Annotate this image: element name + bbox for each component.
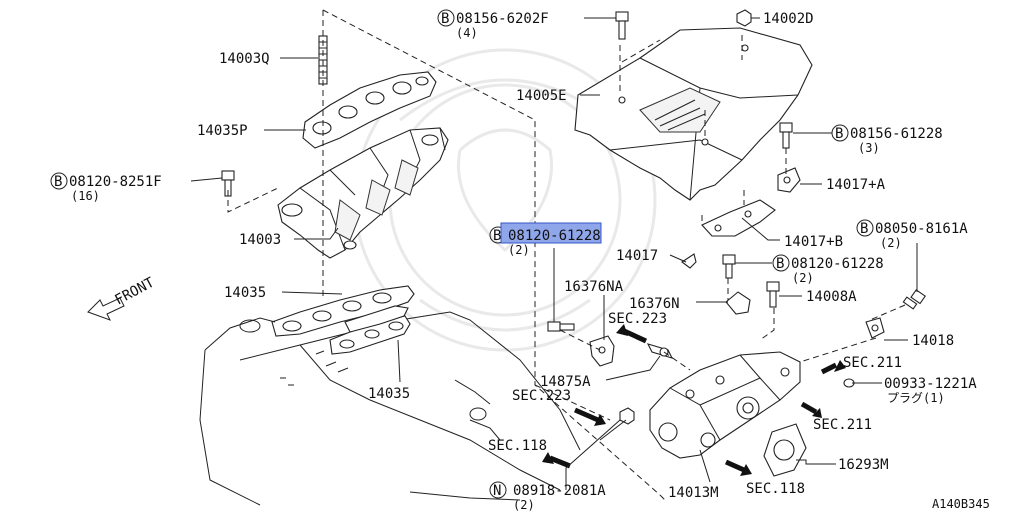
bolt-08120-61228-mid[interactable] (722, 254, 736, 279)
bolt-08156-6202f[interactable] (615, 11, 629, 40)
label-08050-8161a[interactable]: 08050-8161A (875, 221, 968, 237)
label-14017b[interactable]: 14017+B (784, 234, 843, 250)
bracket-14018[interactable] (865, 317, 885, 339)
badge-b-left-letter: B (54, 174, 62, 190)
front-label: FRONT (112, 274, 157, 308)
badge-b-right (831, 124, 849, 142)
label-14035p[interactable]: 14035P (197, 123, 248, 139)
label-08156-6202f[interactable]: 08156-6202F (456, 11, 549, 27)
label-sec223-b[interactable]: SEC.223 (512, 388, 571, 404)
label-14017[interactable]: 14017 (616, 248, 658, 264)
front-arrow: FRONT (87, 274, 158, 321)
label-14018[interactable]: 14018 (912, 333, 954, 349)
dashed-guides (227, 9, 906, 501)
badge-b (437, 9, 455, 27)
label-08156-61228[interactable]: 08156-61228 (850, 126, 943, 142)
bracket-14017[interactable] (681, 253, 697, 269)
gasket-14035p[interactable] (302, 71, 437, 149)
leader-lines (190, 17, 918, 490)
hose-16376na[interactable] (646, 343, 674, 359)
qty-08156-61228: (3) (858, 141, 880, 155)
qty-08156-6202f: (4) (456, 26, 478, 40)
label-14002d[interactable]: 14002D (763, 11, 814, 27)
intake-manifold-14003[interactable] (277, 127, 449, 259)
selection-highlight (500, 222, 602, 244)
label-16376n[interactable]: 16376N (629, 296, 680, 312)
label-16293m[interactable]: 16293M (838, 457, 889, 473)
gasket-16293m[interactable] (763, 423, 807, 477)
nut-08918-2081a[interactable] (619, 407, 635, 425)
label-08120-61228-mid[interactable]: 08120-61228 (791, 256, 884, 272)
badge-n (489, 481, 507, 499)
label-sec211-b[interactable]: SEC.211 (813, 417, 872, 433)
label-08120-8251f[interactable]: 08120-8251F (69, 174, 162, 190)
badge-b-mid-letter: B (776, 256, 784, 272)
sensor-16376n[interactable] (725, 291, 751, 315)
qty-08120-8251f: (16) (71, 189, 100, 203)
bolt-14008a[interactable] (766, 281, 780, 308)
label-plug: プラグ(1) (887, 391, 945, 405)
label-14008a[interactable]: 14008A (806, 289, 857, 305)
badge-b-8161a-letter: B (860, 221, 868, 237)
qty-08120-61228-mid: (2) (792, 271, 814, 285)
gasket-14035[interactable] (271, 285, 415, 337)
label-16376na[interactable]: 16376NA (564, 279, 624, 295)
label-sec118-b[interactable]: SEC.118 (746, 481, 805, 497)
badge-n-letter: N (493, 483, 501, 499)
label-14017a[interactable]: 14017+A (826, 177, 886, 193)
label-08120-61228-selected[interactable]: 08120-61228 (508, 228, 601, 244)
label-sec223-a[interactable]: SEC.223 (608, 311, 667, 327)
label-14013m[interactable]: 14013M (668, 485, 719, 501)
qty-08918-2081a: (2) (513, 498, 535, 511)
label-14035-lower[interactable]: 14035 (368, 386, 410, 402)
diagram-code: A140B345 (932, 497, 990, 511)
engine-block (199, 305, 581, 506)
badge-b-selected-letter: B (493, 228, 501, 244)
label-14003[interactable]: 14003 (239, 232, 281, 248)
badge-b-left (50, 172, 68, 190)
collector-14013m[interactable] (649, 351, 801, 459)
badge-b-right-letter: B (835, 126, 843, 142)
label-14875a[interactable]: 14875A (540, 374, 591, 390)
bracket-14017a[interactable] (777, 167, 801, 193)
label-14035[interactable]: 14035 (224, 285, 266, 301)
badge-b-mid (772, 254, 790, 272)
callout-labels: B 08156-6202F (4) 14002D 14003Q 14005E 1… (50, 9, 990, 512)
engine-cover-14005e[interactable] (574, 27, 813, 201)
label-14003q[interactable]: 14003Q (219, 51, 270, 67)
bracket-14017b[interactable] (701, 199, 776, 237)
label-sec211-a[interactable]: SEC.211 (843, 355, 902, 371)
label-08918-2081a[interactable]: 08918-2081A (513, 483, 606, 499)
direction-arrows (542, 324, 846, 476)
qty-08120-61228-selected: (2) (508, 243, 530, 257)
bolt-08156-61228[interactable] (779, 122, 793, 149)
bolt-08050-8161a[interactable] (902, 289, 926, 310)
label-14005e[interactable]: 14005E (516, 88, 567, 104)
label-00933-1221a[interactable]: 00933-1221A (884, 376, 977, 392)
bolt-08120-61228-selected[interactable] (547, 321, 575, 332)
label-sec118-a[interactable]: SEC.118 (488, 438, 547, 454)
qty-08050-8161a: (2) (880, 236, 902, 250)
badge-b-8161a (856, 219, 874, 237)
watermark (353, 48, 657, 352)
badge-b-letter: B (441, 11, 449, 27)
bracket-14875a[interactable] (589, 335, 615, 367)
nut-14002d[interactable] (736, 9, 752, 27)
